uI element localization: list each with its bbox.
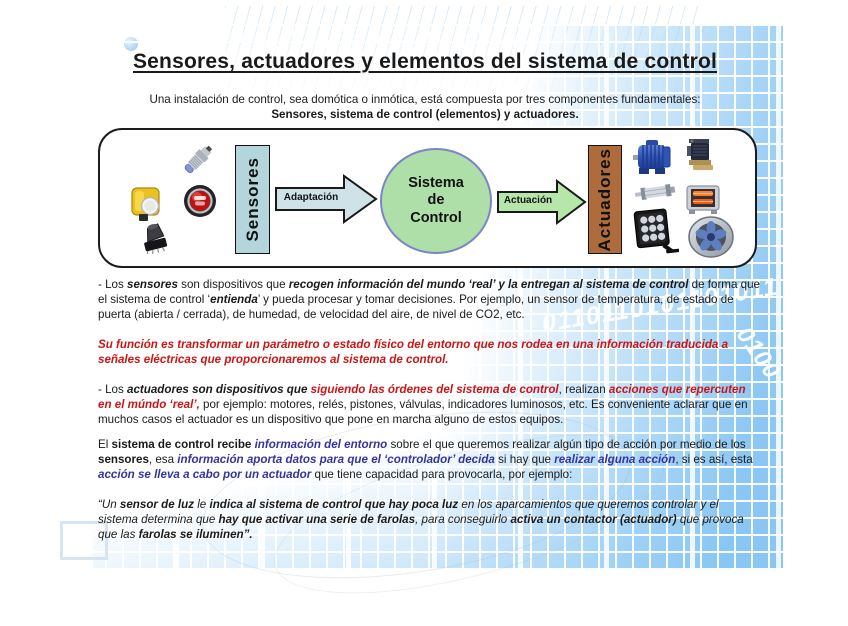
control-system-line-3: Control [410,209,462,226]
paragraph-control-system-flow: El sistema de control recibe información… [98,438,753,481]
page-title: Sensores, actuadores y elementos del sis… [132,50,718,73]
pneumatic-cylinder-image [635,183,676,201]
intro-line-1: Una instalación de control, sea domótica… [149,93,701,106]
electric-motor-image [633,140,671,174]
actuators-label: Actuadores [595,147,614,252]
control-system-diagram: Sensores Adaptación Sistema de Control A… [98,128,757,268]
push-button-image [184,185,216,217]
inductive-proximity-sensor-image [184,145,213,174]
sensors-label-box: Sensores [235,145,270,254]
paragraph-sensor-function: Su función es transformar un parámetro o… [98,338,729,366]
blue-grid-background [88,24,783,570]
pir-motion-sensor-image [144,223,168,254]
intro-line-2: Sensores, sistema de control (elementos)… [271,108,579,121]
ultrasonic-sensor-image [131,187,160,221]
adaptation-arrow-icon [275,174,378,224]
paragraph-sensors-definition: - Los sensores son dispositivos que reco… [98,278,760,321]
sensors-label: Sensores [242,157,262,242]
actuation-arrow-icon [497,179,587,225]
led-floodlight-image [633,208,679,254]
solenoid-valve-image [687,139,713,170]
control-system-line-1: Sistema [408,174,464,191]
adaptation-arrow-label: Adaptación [283,192,339,203]
duct-fan-image [688,216,734,258]
control-system-ellipse: Sistema de Control [380,148,492,254]
actuators-label-box: Actuadores [588,145,622,254]
paragraph-example-quote: “Un sensor de luz le indica al sistema d… [98,498,744,541]
electric-heater-image [686,185,720,214]
actuation-arrow-label: Actuación [503,195,553,206]
paragraph-actuators-definition: - Los actuadores son dispositivos que si… [98,383,748,426]
square-decoration [60,521,108,560]
control-system-line-2: de [427,192,445,209]
intro-text: Una instalación de control, sea domótica… [40,92,810,122]
